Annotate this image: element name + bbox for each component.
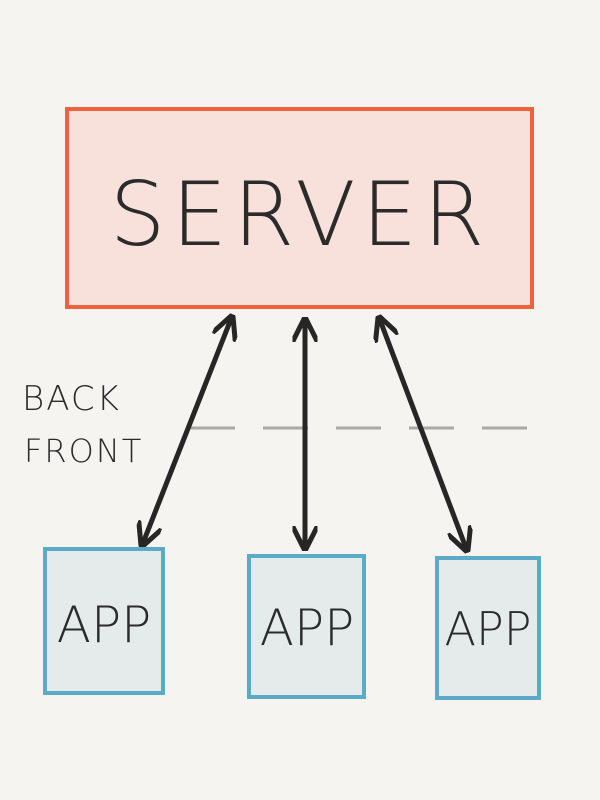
app-label: APP xyxy=(260,599,355,657)
arrow-server-app-3 xyxy=(380,320,466,548)
server-label: SERVER xyxy=(110,163,491,266)
app-node-1: APP xyxy=(43,547,165,695)
server-node: SERVER xyxy=(65,107,534,309)
back-label: BACK xyxy=(22,379,121,419)
back-front-divider: BACK FRONT xyxy=(22,379,555,470)
app-node-3: APP xyxy=(435,556,541,700)
app-node-2: APP xyxy=(247,554,366,699)
app-label: APP xyxy=(57,596,152,654)
app-label: APP xyxy=(445,602,532,656)
arrow-server-app-1 xyxy=(143,319,231,543)
front-label: FRONT xyxy=(24,432,143,470)
arrows xyxy=(143,319,466,548)
